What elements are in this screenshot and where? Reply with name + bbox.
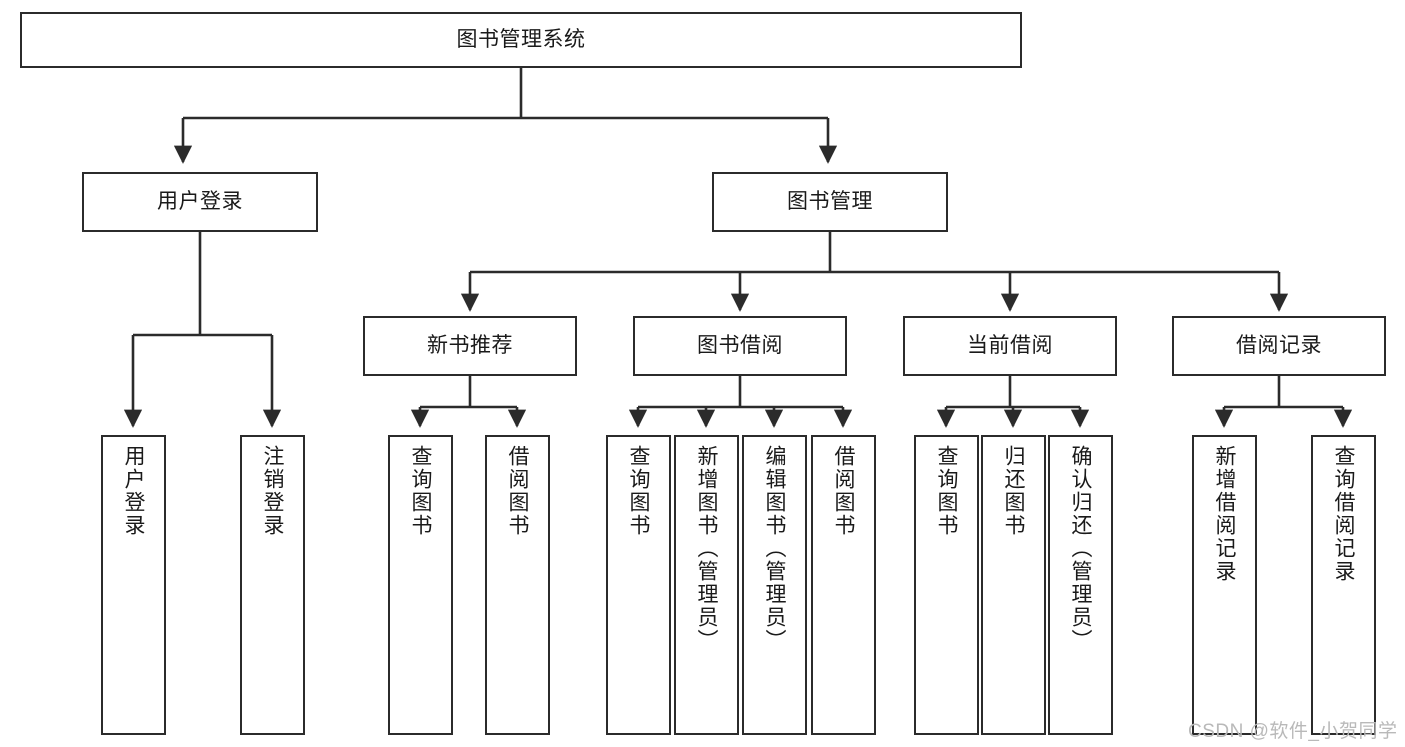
node-leaf-borrow-book-2[interactable]: 借阅图书 <box>811 435 876 735</box>
node-leaf-query-book-3[interactable]: 查询图书 <box>914 435 979 735</box>
node-leaf-query-book-2-label: 查询图书 <box>627 445 651 537</box>
node-leaf-user-login[interactable]: 用户登录 <box>101 435 166 735</box>
node-leaf-query-borrow-record[interactable]: 查询借阅记录 <box>1311 435 1376 735</box>
node-book-management[interactable]: 图书管理 <box>712 172 948 232</box>
node-borrow-record-label: 借阅记录 <box>1236 333 1322 357</box>
node-leaf-return-book[interactable]: 归还图书 <box>981 435 1046 735</box>
node-leaf-edit-book[interactable]: 编辑图书（管理员） <box>742 435 807 735</box>
node-current-borrow-label: 当前借阅 <box>967 333 1053 357</box>
node-leaf-borrow-book-1-label: 借阅图书 <box>506 445 530 537</box>
node-book-management-label: 图书管理 <box>787 189 873 213</box>
node-book-borrow-label: 图书借阅 <box>697 333 783 357</box>
node-leaf-add-book[interactable]: 新增图书（管理员） <box>674 435 739 735</box>
node-leaf-logout-login-label: 注销登录 <box>261 445 285 537</box>
node-leaf-borrow-book-1[interactable]: 借阅图书 <box>485 435 550 735</box>
node-leaf-user-login-label: 用户登录 <box>122 445 146 537</box>
node-leaf-query-book-2[interactable]: 查询图书 <box>606 435 671 735</box>
node-new-book-recommend-label: 新书推荐 <box>427 333 513 357</box>
node-current-borrow[interactable]: 当前借阅 <box>903 316 1117 376</box>
node-new-book-recommend[interactable]: 新书推荐 <box>363 316 577 376</box>
node-leaf-borrow-book-2-label: 借阅图书 <box>832 445 856 537</box>
node-root[interactable]: 图书管理系统 <box>20 12 1022 68</box>
node-borrow-record[interactable]: 借阅记录 <box>1172 316 1386 376</box>
node-leaf-add-borrow-record[interactable]: 新增借阅记录 <box>1192 435 1257 735</box>
node-leaf-confirm-return-label: 确认归还（管理员） <box>1069 445 1093 652</box>
node-root-label: 图书管理系统 <box>456 27 586 51</box>
node-leaf-query-book-3-label: 查询图书 <box>935 445 959 537</box>
node-user-login[interactable]: 用户登录 <box>82 172 318 232</box>
node-leaf-query-book-1[interactable]: 查询图书 <box>388 435 453 735</box>
node-user-login-label: 用户登录 <box>157 189 243 213</box>
node-leaf-logout-login[interactable]: 注销登录 <box>240 435 305 735</box>
node-leaf-add-book-label: 新增图书（管理员） <box>695 445 719 652</box>
node-leaf-query-book-1-label: 查询图书 <box>409 445 433 537</box>
node-leaf-return-book-label: 归还图书 <box>1002 445 1026 537</box>
node-leaf-query-borrow-record-label: 查询借阅记录 <box>1332 445 1356 583</box>
node-book-borrow[interactable]: 图书借阅 <box>633 316 847 376</box>
node-leaf-add-borrow-record-label: 新增借阅记录 <box>1213 445 1237 583</box>
node-leaf-confirm-return[interactable]: 确认归还（管理员） <box>1048 435 1113 735</box>
node-leaf-edit-book-label: 编辑图书（管理员） <box>763 445 787 652</box>
